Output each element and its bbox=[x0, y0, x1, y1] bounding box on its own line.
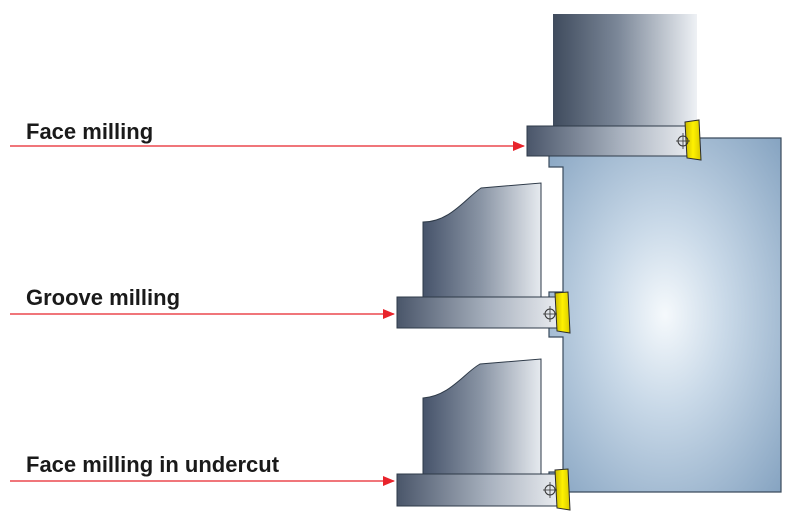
face-milling-cutter bbox=[526, 14, 702, 161]
cutting-insert bbox=[554, 468, 571, 511]
screw-icon bbox=[676, 133, 690, 149]
undercut-milling-cutter bbox=[396, 358, 571, 511]
cutter-disc bbox=[396, 473, 567, 507]
cutter-disc bbox=[526, 125, 699, 157]
cutter-body bbox=[422, 358, 542, 475]
groove-milling-cutter bbox=[396, 182, 571, 334]
spindle bbox=[553, 14, 697, 126]
workpiece-block bbox=[548, 137, 782, 493]
screw-icon bbox=[543, 306, 557, 322]
cutter-body bbox=[422, 182, 542, 298]
label-face-milling-undercut: Face milling in undercut bbox=[26, 452, 280, 477]
label-face-milling: Face milling bbox=[26, 119, 154, 144]
cutting-insert bbox=[684, 119, 702, 161]
label-groove-milling: Groove milling bbox=[26, 285, 181, 310]
cutting-insert bbox=[554, 291, 571, 334]
screw-icon bbox=[543, 482, 557, 498]
cutter-disc bbox=[396, 296, 567, 329]
